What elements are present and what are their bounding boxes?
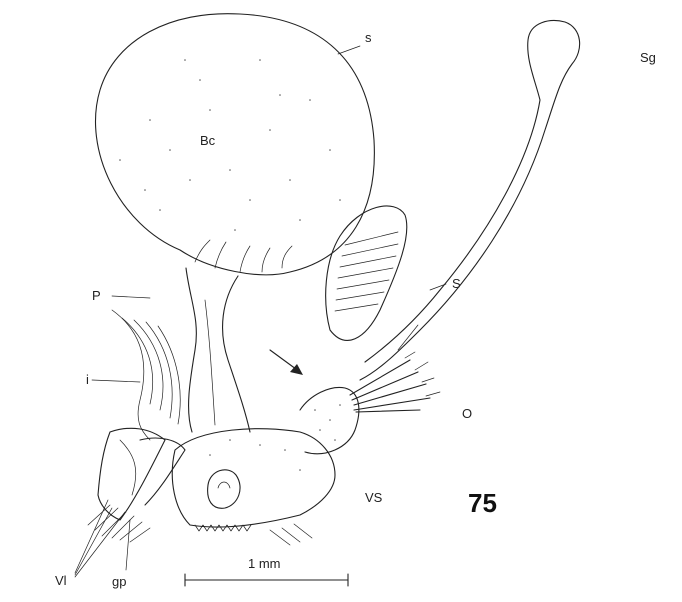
bristles: [88, 505, 312, 545]
label-i: i: [86, 372, 89, 387]
arrow-pointer: [270, 350, 303, 375]
leader-lines: [75, 46, 446, 577]
label-s-lower: S: [452, 276, 461, 291]
bursa-stipple: [119, 59, 341, 231]
ductus-bursae: [186, 268, 250, 432]
membrane-striations: [112, 310, 180, 440]
scale-bar-label: 1 mm: [248, 556, 281, 571]
scale-bar: 1 mm: [185, 556, 348, 586]
label-vl: Vl: [55, 573, 67, 588]
label-p: P: [92, 288, 101, 303]
terminal-structure: [300, 387, 359, 453]
bursa-copulatrix: [96, 14, 375, 275]
label-sg: Sg: [640, 50, 656, 65]
label-vs: VS: [365, 490, 383, 505]
label-o: O: [462, 406, 472, 421]
spermathecal-gland: [360, 21, 580, 380]
label-gp: gp: [112, 574, 126, 589]
sterigma-plate: [172, 429, 335, 531]
signum: [326, 206, 407, 340]
label-bc: Bc: [200, 133, 216, 148]
figure-number: 75: [468, 488, 497, 518]
setae-tuft: [350, 352, 440, 412]
ostium-opening: [208, 470, 240, 508]
label-s-upper: s: [365, 30, 372, 45]
